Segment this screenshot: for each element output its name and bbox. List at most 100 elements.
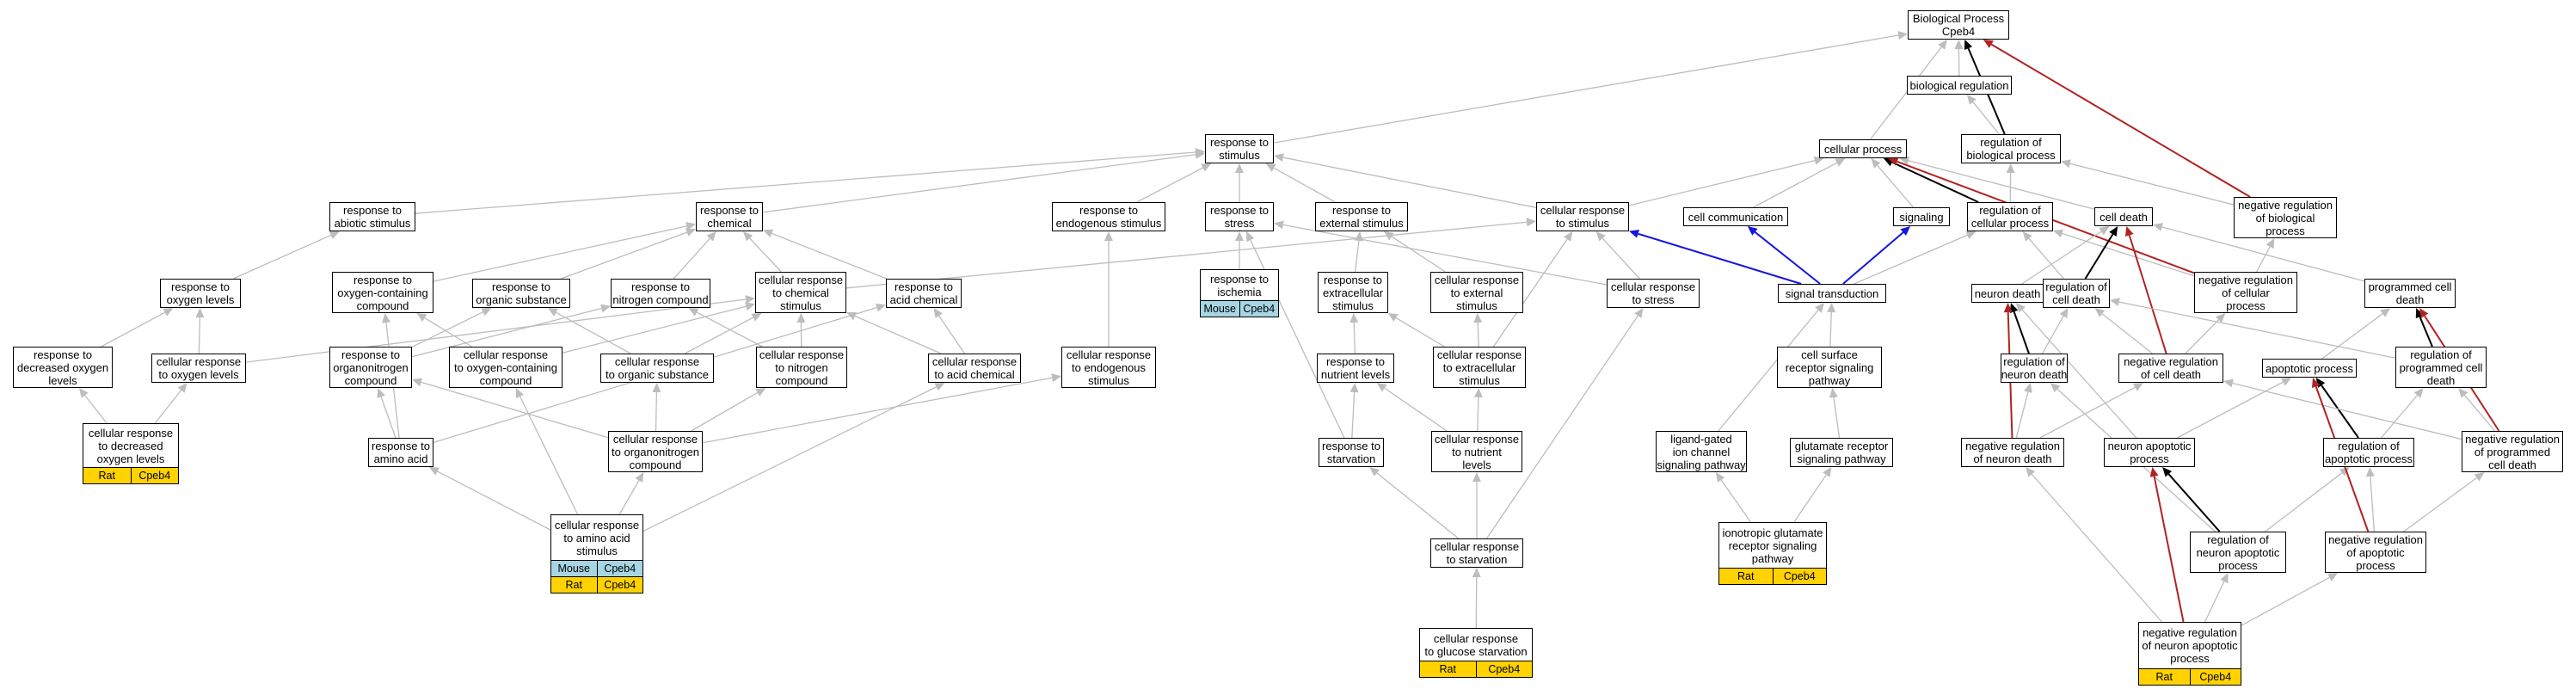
node-label-line: negative regulation bbox=[2238, 199, 2333, 212]
edge-arrowhead bbox=[547, 308, 558, 317]
edge-arrowhead bbox=[416, 313, 427, 322]
node-label-line: cellular response bbox=[1433, 631, 1519, 645]
edge-regpcd-to-pcd bbox=[2419, 316, 2433, 348]
edge-neuronapop-to-neurondeath bbox=[2021, 309, 2137, 439]
node-label-line: amino acid bbox=[373, 452, 428, 465]
edge-signaling-to-cellproc bbox=[1877, 164, 1915, 208]
node-label-line: response to bbox=[343, 204, 402, 217]
node-label-line: to oxygen-containing bbox=[454, 361, 557, 374]
node-label: cellular process bbox=[1820, 140, 1906, 157]
edge-resp_aa-to-resp_orgnitro bbox=[380, 397, 397, 439]
node-label-line: stimulus bbox=[1456, 299, 1497, 312]
edge-cr_acid-to-cr_chem bbox=[854, 315, 942, 354]
edge-cr_starv-to-cr_stress bbox=[1486, 315, 1638, 539]
edge-arrowhead bbox=[1274, 153, 1284, 162]
node-label-line: biological regulation bbox=[1909, 78, 2009, 92]
edge-regneurondeath-to-neurondeath bbox=[2013, 311, 2030, 354]
node-label-line: glutamate receptor bbox=[1794, 440, 1889, 452]
edge-arrowhead bbox=[1235, 163, 1244, 173]
edge-arrowhead bbox=[1235, 231, 1244, 241]
node-label-line: stimulus bbox=[1332, 299, 1374, 312]
node-label-line: neuron apoptotic bbox=[2107, 440, 2192, 452]
edge-resp_ext-to-resp_stim bbox=[1273, 167, 1336, 203]
edge-arrowhead bbox=[2003, 303, 2013, 313]
edge-arrowhead bbox=[1274, 220, 1284, 230]
edge-cr_oxy-to-cr_chem bbox=[245, 298, 747, 363]
node-label-line: organic substance bbox=[476, 293, 567, 306]
node-label-line: process bbox=[2130, 452, 2169, 465]
edge-negregbp-to-regbp bbox=[2069, 163, 2235, 206]
edge-arrowhead bbox=[745, 302, 755, 311]
node-label-line: response to bbox=[631, 280, 690, 293]
edge-cr_nutr-to-resp_nutr bbox=[1384, 387, 1448, 432]
node-label-line: Cpeb4 bbox=[1941, 25, 1976, 38]
gene-label: Cpeb4 bbox=[130, 468, 179, 483]
edge-sigtrans-to-signaling bbox=[1842, 231, 1904, 285]
node-label-line: cellular response bbox=[612, 433, 698, 446]
node-label-line: cell death bbox=[2488, 458, 2536, 471]
edge-arrowhead bbox=[412, 378, 422, 387]
edge-arrowhead bbox=[1265, 163, 1276, 172]
edge-arrowhead bbox=[2220, 573, 2229, 584]
species-label: Mouse bbox=[1203, 302, 1237, 315]
node-label-line: response to bbox=[1332, 204, 1391, 217]
node-label-line: to nutrient bbox=[1452, 446, 1502, 458]
edge-arrowhead bbox=[329, 231, 340, 239]
edge-arrowhead bbox=[743, 231, 753, 242]
node-label-line: to organonitrogen bbox=[612, 446, 699, 458]
node-label-line: process bbox=[2226, 299, 2266, 312]
node-label-line: regulation of bbox=[2207, 533, 2269, 546]
edge-resp_orgnitro-to-resp_nitro bbox=[411, 307, 602, 358]
edge-resp_nitro-to-resp_chem bbox=[673, 237, 710, 280]
node-label: cell death bbox=[2095, 208, 2152, 225]
node-label: apoptotic process bbox=[2263, 360, 2356, 377]
node-signaling: signaling bbox=[1893, 207, 1950, 226]
node-label-line: cellular response bbox=[1540, 204, 1626, 217]
node-label-line: response to bbox=[492, 280, 550, 293]
node-label-line: oxygen levels bbox=[96, 452, 165, 465]
edge-arrowhead bbox=[1526, 218, 1536, 227]
node-label-line: response to bbox=[34, 348, 92, 361]
edge-cr_aa-to-resp_aa bbox=[437, 471, 551, 531]
edge-cellcomm-to-cellproc bbox=[1753, 162, 1837, 208]
edge-arrowhead bbox=[1349, 383, 1359, 393]
node-label-line: stimulus bbox=[1219, 149, 1260, 162]
edge-resp_nutr-to-resp_extstim bbox=[1353, 322, 1356, 354]
edge-cr_nitro-to-resp_nitro bbox=[696, 311, 763, 348]
node-label-line: to stress bbox=[1632, 293, 1675, 306]
node-label-line: of neuron death bbox=[1973, 452, 2052, 465]
edge-arrowhead bbox=[2216, 313, 2226, 323]
edge-cr_oxy-to-resp_oxy bbox=[198, 317, 201, 354]
edge-arrowhead bbox=[1964, 40, 1973, 51]
edge-arrowhead bbox=[1472, 472, 1481, 482]
edge-arrowhead bbox=[515, 388, 524, 399]
node-label-line: negative regulation bbox=[1965, 440, 2060, 452]
node-label-line: negative regulation bbox=[2328, 533, 2423, 546]
edge-regapop-to-apoptotic bbox=[2321, 384, 2359, 439]
node-label-line: receptor signaling bbox=[1785, 361, 1874, 374]
edge-arrowhead bbox=[1813, 156, 1824, 165]
